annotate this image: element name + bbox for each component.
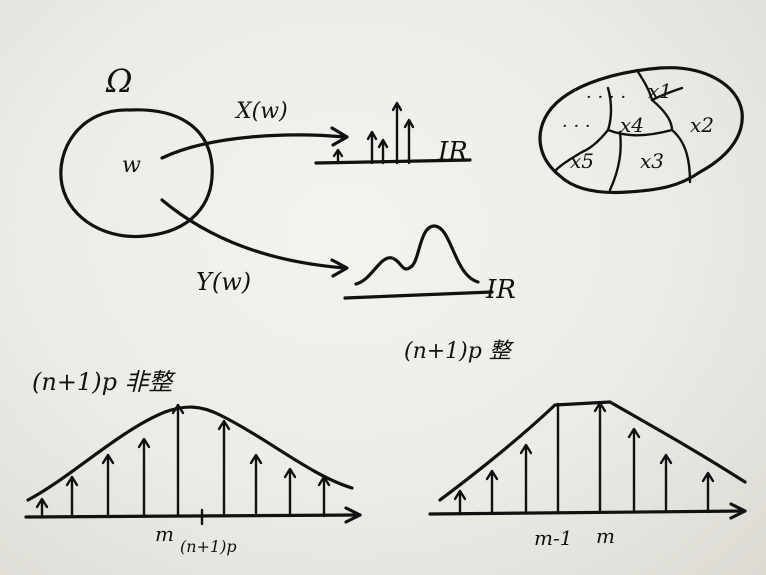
pmf-stem-head [101, 453, 115, 465]
partition-line [606, 128, 692, 184]
partition-blob [538, 66, 744, 195]
y-map-label: Y(w) [196, 268, 251, 296]
discrete-reals-label: IR [437, 137, 468, 167]
right-envelope [438, 400, 747, 502]
continuous-reals-label: IR [485, 275, 516, 305]
pmf-stem-head [593, 401, 607, 413]
right-tick-m1: m-1 [534, 526, 572, 550]
pmf-stem-head [701, 471, 715, 483]
pmf-stem-head [35, 497, 49, 509]
y-map-arrowhead [330, 258, 349, 278]
pmf-stem-head [65, 475, 79, 487]
partition-x3: x3 [640, 149, 664, 173]
pmf-stem-head [137, 437, 151, 449]
right-tick-m: m [596, 524, 615, 548]
discrete-axis [314, 158, 472, 165]
spike-head [332, 148, 344, 158]
partition-x2: x2 [690, 113, 714, 137]
left-title: (n+1)p 非整 [32, 368, 177, 396]
pmf-stem-head [627, 427, 641, 439]
pmf-stem-head [249, 453, 263, 465]
pmf-stem-head [519, 443, 533, 455]
pmf-stem-head [659, 453, 673, 465]
partition-x4: x4 [620, 113, 644, 137]
spike-head [391, 101, 403, 112]
w-label: w [122, 153, 141, 178]
pmf-stem-head [453, 489, 467, 501]
right-axis [428, 509, 747, 516]
right-title: (n+1)p 整 [404, 339, 514, 364]
left-tick-m: m [155, 522, 174, 546]
partition-line [554, 86, 613, 172]
partition-x1: x1 [648, 79, 672, 103]
right-stems [453, 401, 715, 514]
pmf-stem-head [217, 419, 231, 431]
partition-x5: x5 [570, 149, 594, 173]
omega-label: Ω [105, 62, 133, 100]
left-envelope [26, 405, 354, 502]
partition-dots-2: · · · [562, 116, 591, 137]
x-map-label: X(w) [234, 99, 288, 124]
continuous-axis [343, 290, 494, 300]
pmf-stem-head [485, 469, 499, 481]
y-map-arrow [160, 198, 347, 270]
pmf-stem-head [171, 403, 185, 415]
sample-space-circle [59, 108, 214, 239]
spike-head [366, 130, 378, 141]
pmf-stem-head [283, 467, 297, 479]
x-map-arrow [160, 133, 347, 160]
pmf-stem-head [317, 475, 331, 487]
spike-head [403, 118, 415, 129]
bimodal-density-curve [354, 224, 480, 286]
spike-head [377, 138, 389, 149]
left-axis-arrowhead [344, 506, 362, 524]
partition-dots: · · · · [586, 87, 626, 108]
left-tick-np: (n+1)p [180, 537, 237, 556]
left-stems [35, 403, 331, 518]
partition-line [650, 98, 674, 132]
discrete-spikes [332, 101, 415, 165]
right-axis-arrowhead [729, 502, 747, 520]
partition-line [608, 130, 622, 192]
x-map-arrowhead [330, 126, 349, 147]
left-axis [24, 513, 362, 519]
